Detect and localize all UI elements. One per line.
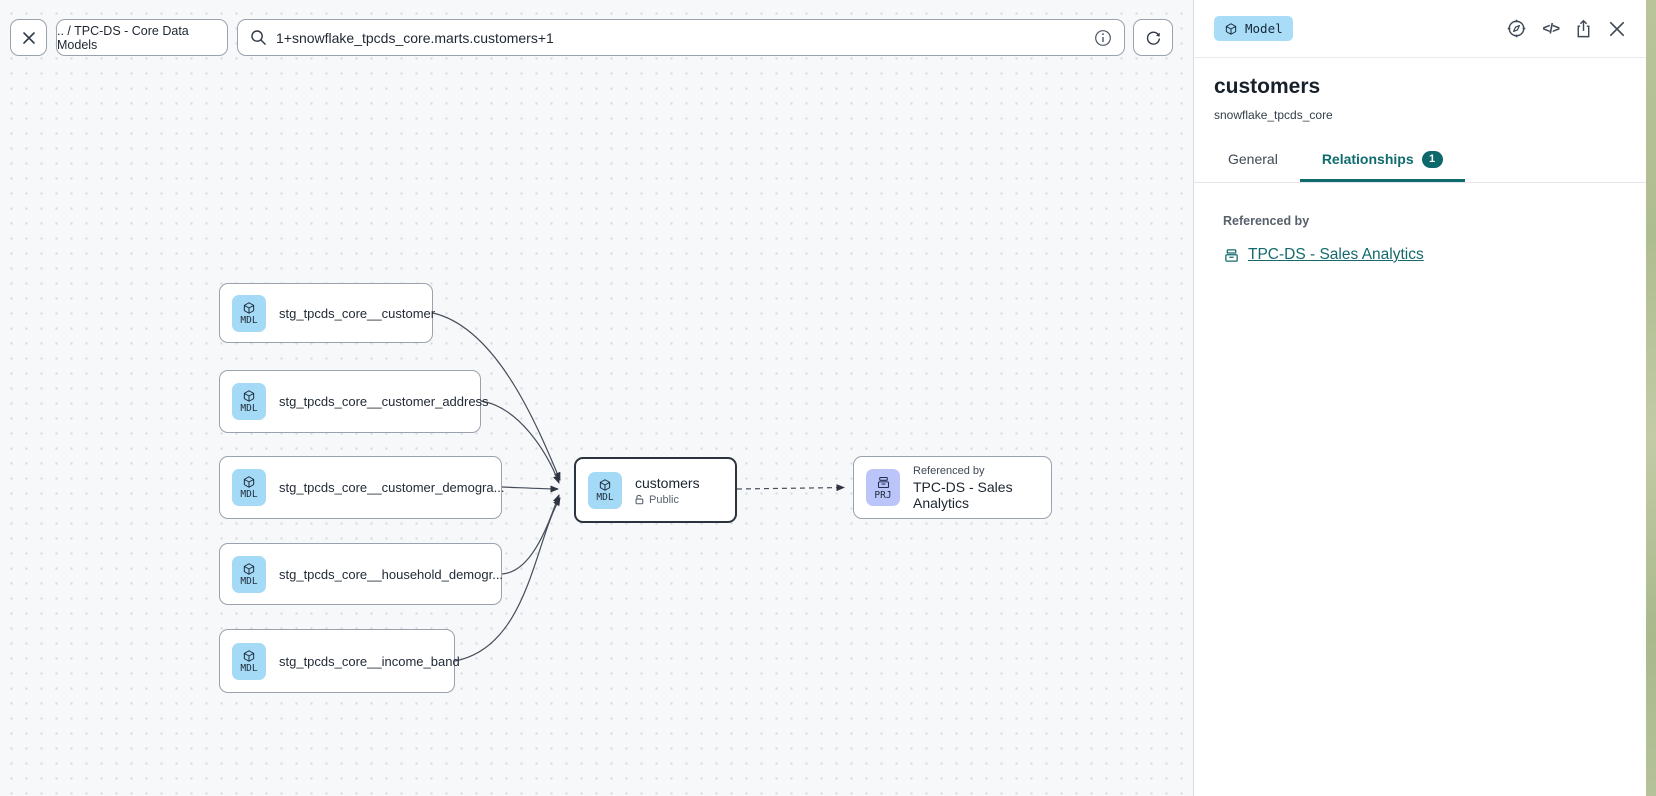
node-label: TPC-DS - Sales Analytics (913, 478, 1013, 511)
search-input[interactable] (276, 29, 1085, 46)
panel-tabs: General Relationships 1 (1194, 139, 1646, 183)
referenced-by-label: Referenced by (1223, 214, 1310, 228)
model-type-badge: MDL (232, 294, 266, 332)
cube-icon (243, 390, 255, 402)
cube-icon (243, 563, 255, 575)
search-icon (251, 30, 266, 45)
cube-icon (599, 479, 611, 491)
explore-compass-icon[interactable] (1506, 18, 1527, 39)
breadcrumb[interactable]: .. / TPC-DS - Core Data Models (56, 19, 228, 56)
referenced-project-row[interactable]: TPC-DS - Sales Analytics (1223, 246, 1618, 264)
model-type-badge: MDL (232, 642, 266, 680)
badge-code: MDL (240, 489, 258, 501)
close-icon (22, 31, 35, 44)
model-type-badge: MDL (232, 555, 266, 593)
badge-code: MDL (240, 575, 258, 587)
details-panel: Model </> customers snowflake_tpcds_core… (1193, 0, 1646, 796)
node-stg-customer[interactable]: MDL stg_tpcds_core__customer (219, 283, 436, 343)
badge-code: MDL (596, 491, 614, 503)
page-title: customers (1214, 75, 1321, 98)
lineage-edges (432, 312, 845, 662)
cube-icon (243, 650, 255, 662)
edge-upstream-3 (501, 485, 559, 493)
refresh-icon (1146, 31, 1160, 45)
project-archive-icon (877, 476, 889, 488)
node-stg-income-band[interactable]: MDL stg_tpcds_core__income_band (219, 629, 460, 693)
lineage-search[interactable] (237, 19, 1125, 56)
node-customers-selected[interactable]: MDL customers Public (574, 457, 737, 523)
close-panel-icon[interactable] (1608, 20, 1626, 38)
node-label: customers (635, 474, 700, 491)
node-referenced-project[interactable]: PRJ Referenced by TPC-DS - Sales Analyti… (853, 456, 1052, 519)
badge-code: MDL (240, 662, 258, 674)
badge-code: MDL (240, 314, 258, 326)
visibility-label: Public (649, 493, 679, 506)
breadcrumb-label: .. / TPC-DS - Core Data Models (57, 23, 189, 52)
tab-relationships[interactable]: Relationships 1 (1299, 139, 1465, 182)
close-lineage-button[interactable] (10, 19, 47, 56)
schema-subtitle: snowflake_tpcds_core (1214, 108, 1333, 122)
node-label: stg_tpcds_core__household_demogr... (279, 566, 504, 582)
relationships-count-badge: 1 (1421, 150, 1443, 168)
cube-icon (243, 476, 255, 488)
referenced-by-kicker: Referenced by (913, 464, 985, 477)
edge-downstream-dashed (736, 484, 845, 492)
project-type-badge: PRJ (866, 469, 900, 506)
node-label: stg_tpcds_core__customer_demogra... (279, 480, 505, 495)
refresh-lineage-button[interactable] (1133, 19, 1173, 56)
tab-general[interactable]: General (1206, 139, 1300, 182)
lock-open-icon (635, 494, 644, 505)
panel-header: Model </> (1194, 0, 1646, 58)
model-type-badge: MDL (588, 471, 622, 509)
badge-code: PRJ (874, 489, 892, 501)
badge-code: MDL (240, 403, 258, 415)
node-label: stg_tpcds_core__income_band (279, 653, 460, 669)
node-stg-customer-address[interactable]: MDL stg_tpcds_core__customer_address (219, 370, 489, 433)
desktop-edge-strip (1646, 0, 1656, 796)
tab-label: General (1228, 151, 1278, 167)
referenced-project-link[interactable]: TPC-DS - Sales Analytics (1248, 246, 1424, 263)
cube-icon (243, 302, 255, 314)
code-icon[interactable]: </> (1542, 21, 1560, 36)
node-label: stg_tpcds_core__customer (279, 305, 436, 321)
model-type-badge: MDL (232, 469, 266, 506)
model-type-badge: MDL (232, 383, 266, 420)
cube-icon (1225, 22, 1237, 35)
tab-label: Relationships (1321, 151, 1414, 167)
model-type-chip: Model (1214, 16, 1293, 41)
project-archive-icon (1225, 248, 1238, 262)
edge-upstream-4 (501, 494, 560, 575)
model-type-label: Model (1245, 21, 1283, 36)
node-stg-customer-demographics[interactable]: MDL stg_tpcds_core__customer_demogra... (219, 456, 505, 519)
node-label: stg_tpcds_core__customer_address (279, 394, 489, 409)
node-stg-household-demographics[interactable]: MDL stg_tpcds_core__household_demogr... (219, 543, 504, 605)
info-icon[interactable] (1094, 29, 1112, 47)
share-icon[interactable] (1574, 19, 1593, 39)
